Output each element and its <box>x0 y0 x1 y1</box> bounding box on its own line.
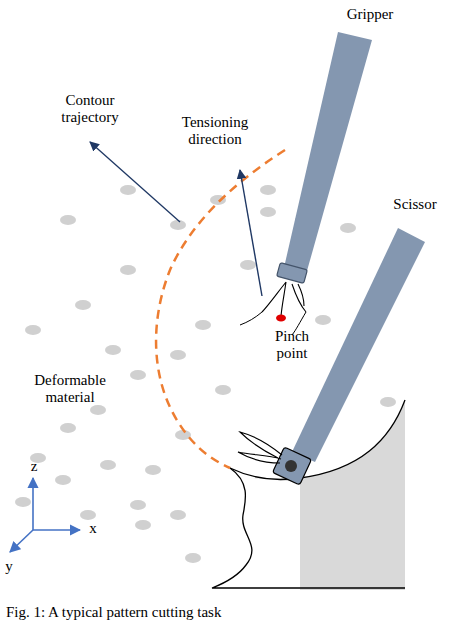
arrow-label: Contour trajectory <box>40 92 140 127</box>
texture-dot <box>15 497 31 507</box>
texture-dot <box>130 500 146 510</box>
arrow-label: Tensioning direction <box>170 114 260 149</box>
texture-dot <box>340 223 356 233</box>
texture-dot <box>100 460 116 470</box>
scissor-arm <box>292 228 425 462</box>
leader-arrow <box>90 142 180 222</box>
contour-trajectory <box>156 150 285 468</box>
texture-dot <box>25 325 41 335</box>
texture-dot <box>170 510 186 520</box>
axis-label: y <box>2 558 16 575</box>
texture-dot <box>145 465 161 475</box>
axis-y <box>10 530 33 552</box>
texture-dot <box>260 207 276 217</box>
texture-dot <box>60 423 76 433</box>
texture-dot <box>135 520 151 530</box>
texture-dot <box>75 300 91 310</box>
gripper-fingers <box>262 282 306 316</box>
texture-dot <box>90 405 106 415</box>
region-label: Deformable material <box>10 372 130 407</box>
texture-dot <box>170 220 186 230</box>
tension-arrow <box>240 170 262 296</box>
figure-caption: Fig. 1: A typical pattern cutting task <box>6 604 444 621</box>
scissor-blades <box>238 432 282 463</box>
point-label: Pinch point <box>262 328 322 363</box>
texture-dot <box>55 475 71 485</box>
texture-dot <box>315 315 331 325</box>
axis-z <box>32 478 34 530</box>
texture-dot <box>105 345 121 355</box>
texture-dot <box>215 385 231 395</box>
texture-dot <box>195 320 211 330</box>
gripper-arm <box>283 32 372 278</box>
texture-dot <box>240 260 256 270</box>
pinch-point-dot <box>276 315 286 322</box>
axis-label: z <box>27 458 41 475</box>
texture-dot <box>130 370 146 380</box>
texture-dot <box>260 185 276 195</box>
texture-dot <box>170 350 186 360</box>
texture-dot <box>380 397 396 407</box>
texture-dot <box>80 510 96 520</box>
tool-label: Gripper <box>330 6 410 23</box>
texture-dot <box>120 265 136 275</box>
tool-label: Scissor <box>380 196 450 213</box>
gripper-head <box>277 263 308 284</box>
scissor-pivot <box>285 460 297 472</box>
texture-dot <box>120 185 136 195</box>
material-edge <box>212 468 405 588</box>
texture-dot <box>185 553 201 563</box>
axis-x <box>33 529 80 531</box>
texture-dot <box>60 215 76 225</box>
axis-label: x <box>86 520 100 537</box>
